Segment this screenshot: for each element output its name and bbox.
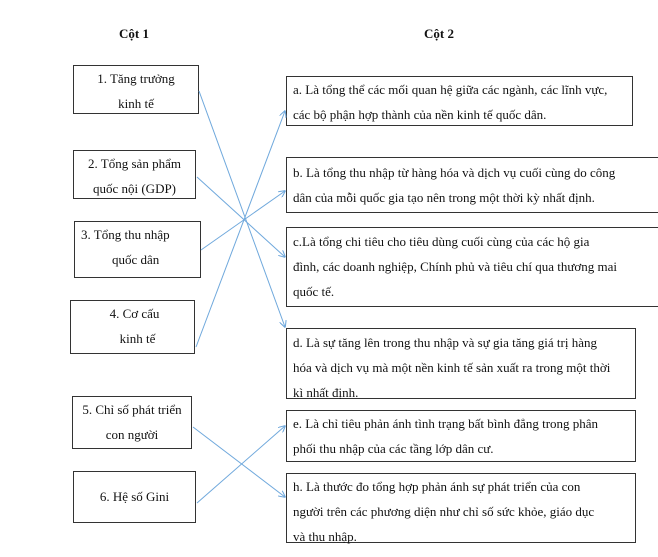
- definition-line: đình, các doanh nghiệp, Chính phủ và tiê…: [293, 259, 618, 274]
- term-line: kinh tế: [119, 331, 156, 346]
- term-line: quốc dân: [112, 252, 160, 267]
- term-line: con người: [105, 427, 159, 442]
- term-line: 3. Tổng thu nhập: [81, 227, 170, 242]
- definition-box-h: h. Là thước đo tổng hợp phản ánh sự phát…: [286, 473, 636, 544]
- definition-line: các bộ phận hợp thành của nền kinh tế qu…: [293, 107, 547, 122]
- connector-2-c: [196, 176, 285, 257]
- term-box-1: 1. Tăng trưởng kinh tế: [73, 65, 199, 114]
- term-box-4: 4. Cơ cấu kinh tế: [70, 300, 195, 354]
- connector-3-b: [200, 191, 285, 251]
- term-box-2: 2. Tổng sản phẩm quốc nội (GDP): [73, 150, 196, 199]
- definition-line: quốc tế.: [293, 284, 335, 299]
- term-line: 4. Cơ cấu: [109, 306, 160, 321]
- definition-box-c: c.Là tổng chi tiêu cho tiêu dùng cuối cù…: [286, 227, 658, 307]
- term-line: quốc nội (GDP): [92, 181, 177, 196]
- definition-line: b. Là tổng thu nhập từ hàng hóa và dịch …: [293, 165, 616, 180]
- definition-line: người trên các phương diện như chỉ số sứ…: [293, 504, 595, 519]
- definition-box-e: e. Là chỉ tiêu phản ánh tình trạng bất b…: [286, 410, 636, 462]
- term-box-3: 3. Tổng thu nhập quốc dân: [74, 221, 201, 278]
- term-line: 2. Tổng sản phẩm: [88, 156, 181, 171]
- definition-line: a. Là tổng thể các mối quan hệ giữa các …: [293, 82, 608, 97]
- definition-line: phối thu nhập của các tầng lớp dân cư.: [293, 441, 494, 456]
- column2-header: Cột 2: [424, 26, 454, 41]
- definition-line: c.Là tổng chi tiêu cho tiêu dùng cuối cù…: [293, 234, 590, 249]
- definition-line: kì nhất định.: [293, 385, 359, 400]
- connector-1-d: [198, 90, 285, 327]
- definition-line: dân của mỗi quốc gia tạo nên trong một t…: [293, 190, 595, 205]
- connector-6-e: [196, 426, 285, 504]
- term-box-5: 5. Chỉ số phát triển con người: [72, 396, 192, 449]
- column1-header: Cột 1: [119, 26, 149, 41]
- definition-line: e. Là chỉ tiêu phản ánh tình trạng bất b…: [293, 416, 599, 431]
- definition-box-a: a. Là tổng thể các mối quan hệ giữa các …: [286, 76, 633, 126]
- term-box-6: 6. Hệ số Gini: [73, 471, 196, 523]
- definition-line: hóa và dịch vụ mà một nền kinh tế sản xu…: [293, 360, 611, 375]
- term-line: kinh tế: [118, 96, 154, 111]
- definition-box-b: b. Là tổng thu nhập từ hàng hóa và dịch …: [286, 157, 658, 213]
- term-line: 6. Hệ số Gini: [99, 489, 170, 504]
- term-line: 1. Tăng trưởng: [97, 71, 175, 86]
- connector-5-h: [192, 426, 285, 497]
- definition-line: và thu nhập.: [293, 529, 357, 544]
- definition-line: d. Là sự tăng lên trong thu nhập và sự g…: [293, 335, 597, 350]
- definition-line: h. Là thước đo tổng hợp phản ánh sự phát…: [293, 479, 581, 494]
- term-line: 5. Chỉ số phát triển: [82, 402, 182, 417]
- definition-box-d: d. Là sự tăng lên trong thu nhập và sự g…: [286, 328, 636, 400]
- connector-4-a: [195, 111, 285, 348]
